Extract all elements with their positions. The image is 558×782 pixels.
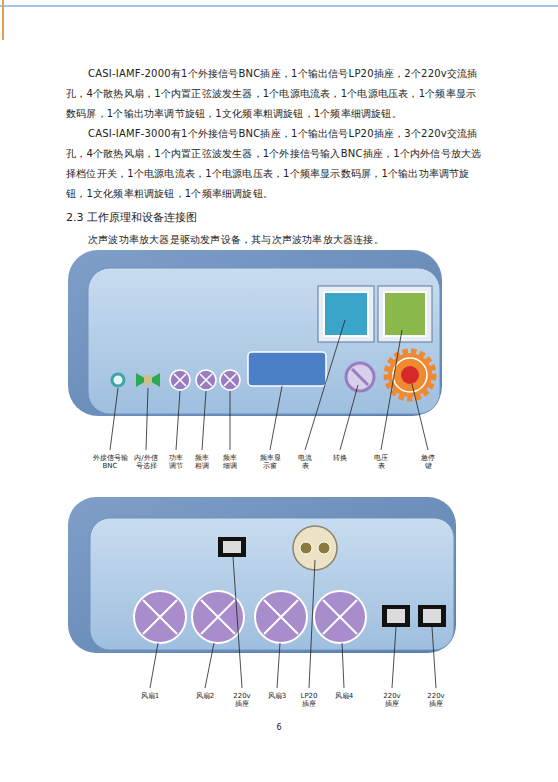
body-paragraph: 次声波功率放大器是驱动发声设备，其与次声波功率放大器连接。 bbox=[66, 230, 486, 250]
switch-knob bbox=[346, 363, 374, 391]
part-label: LP20插座 bbox=[299, 692, 319, 708]
part-label: 风扇3 bbox=[265, 692, 289, 700]
section-heading: 2.3 工作原理和设备连接图 bbox=[66, 210, 486, 226]
display-window bbox=[248, 352, 326, 386]
part-label: 电压表 bbox=[373, 454, 389, 470]
part-label: 功率调节 bbox=[168, 454, 184, 470]
part-label: 风扇2 bbox=[193, 692, 217, 700]
page-number: 6 bbox=[264, 723, 294, 732]
part-label: 频率显示窗 bbox=[258, 454, 282, 470]
part-label: 频率粗调 bbox=[194, 454, 210, 470]
knob bbox=[170, 370, 240, 390]
part-label: 电流表 bbox=[297, 454, 313, 470]
page-rule bbox=[0, 5, 558, 7]
leader-line bbox=[110, 320, 428, 450]
part-label: 风扇1 bbox=[138, 692, 162, 700]
body-paragraph: CASI-IAMF-3000有1个外接信号BNC插座，1个输出信号LP20插座，… bbox=[66, 124, 486, 204]
front-panel bbox=[68, 250, 442, 416]
current-meter bbox=[318, 286, 374, 342]
part-label: 急停键 bbox=[420, 454, 436, 470]
body-paragraph: CASI-IAMF-2000有1个外接信号BNC插座，1个输出信号LP20插座，… bbox=[66, 64, 486, 124]
part-label: 风扇4 bbox=[332, 692, 356, 700]
fan bbox=[134, 591, 366, 643]
emergency-stop bbox=[388, 353, 432, 397]
part-label: 220v插座 bbox=[426, 692, 446, 708]
part-label: 外接信号输 BNC bbox=[92, 454, 128, 470]
back-panel bbox=[68, 497, 456, 653]
bnc-socket bbox=[112, 374, 124, 386]
selector-switch bbox=[136, 373, 160, 387]
part-label: 220v插座 bbox=[382, 692, 402, 708]
voltage-meter bbox=[378, 286, 432, 342]
part-label: 转换 bbox=[332, 454, 348, 462]
leader-line bbox=[150, 557, 436, 688]
page-rule bbox=[2, 0, 4, 40]
part-label: 内/外信号选择 bbox=[134, 454, 158, 470]
part-label: 频率细调 bbox=[222, 454, 238, 470]
part-label: 220v插座 bbox=[232, 692, 252, 708]
